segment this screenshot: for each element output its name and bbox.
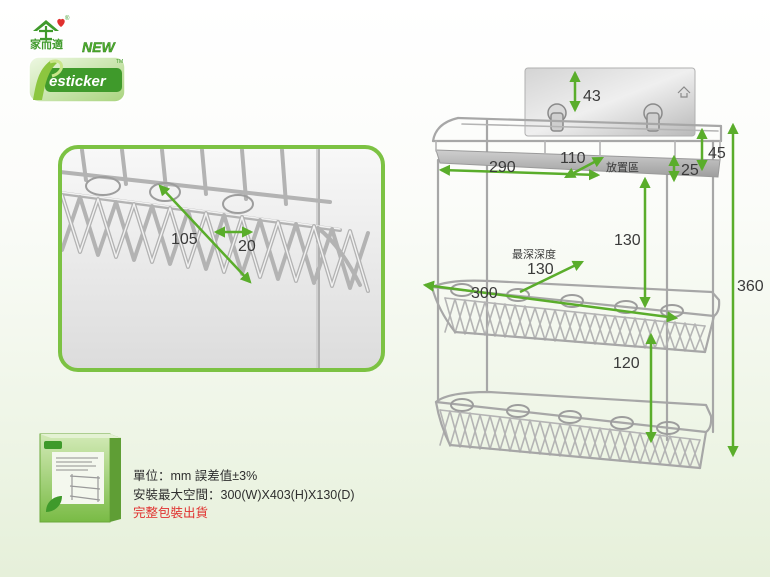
shipping-note-text: 完整包裝出貨	[133, 506, 209, 520]
lower-gap-label: 120	[613, 355, 640, 372]
inset-wire-loop	[85, 176, 121, 196]
esticker-r-swoosh-icon	[33, 61, 57, 100]
right-hook-stem	[646, 112, 660, 132]
upper-gap-label: 130	[614, 232, 641, 249]
dimension-annotations: 43 45 25 290 110 放置區 130 最深深度 130 300 36…	[422, 70, 764, 458]
wire-length-label: 105	[171, 231, 198, 248]
wire-spacing-label: 20	[238, 238, 256, 255]
bottom-wire-loop	[558, 410, 582, 424]
bottom-frame-rail	[434, 390, 713, 434]
plate-logo-icon	[677, 86, 691, 98]
tray-height-label: 45	[708, 145, 726, 162]
overall-height-label: 360	[737, 278, 764, 295]
bottom-left-curve	[434, 400, 452, 447]
tray-inner-rail	[461, 123, 719, 132]
max-install-space-text: 安裝最大空間：300(W)X403(H)X130(D)	[133, 488, 355, 502]
tray-width-label: 290	[489, 159, 516, 176]
inset-bend-wire	[316, 226, 362, 287]
wire-length-arrow	[158, 184, 252, 284]
house-roof-icon	[33, 20, 59, 31]
bottom-wire-loop	[610, 416, 634, 430]
package-box-image	[39, 433, 121, 523]
box-rack-sketch	[69, 474, 101, 502]
box-leaf-icon	[46, 496, 62, 512]
bottom-basket-shelf	[434, 390, 713, 470]
tray-depth-arrow	[564, 156, 604, 179]
tray-zone-label: 放置區	[606, 160, 639, 174]
tray-left-curve	[431, 116, 460, 143]
bottom-bottom-rail	[448, 443, 702, 470]
shelf-width-arrow	[422, 280, 679, 323]
tray-wall-rods	[435, 140, 721, 161]
trademark-mark: TM	[116, 59, 123, 65]
box-side-face	[110, 434, 121, 522]
detail-inset: 105 20	[58, 145, 385, 372]
brand-logo: ® 家而適 NEW	[30, 15, 117, 55]
tray-back-rail	[456, 116, 723, 128]
middle-right-end	[703, 314, 716, 354]
house-figure-icon	[39, 26, 53, 41]
tray-lip-label: 25	[681, 162, 699, 179]
esticker-text-banner	[45, 68, 122, 92]
unit-tolerance-text: 單位：mm 誤差值±3%	[133, 469, 258, 483]
plate-height-label: 43	[583, 88, 601, 105]
box-logo-mark	[44, 441, 62, 449]
max-depth-label: 130	[527, 261, 554, 278]
bottom-wire-loop	[450, 398, 474, 412]
bottom-right-end	[698, 430, 708, 470]
shelf-width-label: 300	[471, 285, 498, 302]
max-depth-caption: 最深深度	[512, 247, 556, 261]
adhesive-mount-plate	[524, 67, 696, 137]
inset-top-wires	[80, 148, 288, 206]
tray-depth-label: 110	[560, 150, 586, 167]
bottom-wire-loop	[506, 404, 530, 418]
heart-icon	[57, 18, 65, 27]
bottom-zigzag-back	[439, 410, 701, 469]
esticker-r-loop-icon	[49, 59, 63, 78]
bottom-wire-loop	[656, 421, 680, 435]
bottom-zigzag-front	[439, 409, 701, 468]
esticker-logo: esticker TM	[28, 56, 126, 103]
box-text-lines	[56, 457, 98, 471]
registered-mark: ®	[65, 15, 70, 22]
middle-bottom-rail	[453, 330, 707, 354]
wall-rack-drawing	[430, 67, 723, 470]
brand-name-text: 家而適	[30, 37, 63, 51]
new-badge: NEW	[82, 39, 116, 55]
esticker-wordmark: esticker	[49, 73, 107, 90]
box-top-face	[40, 434, 121, 438]
inset-frame	[58, 145, 385, 372]
